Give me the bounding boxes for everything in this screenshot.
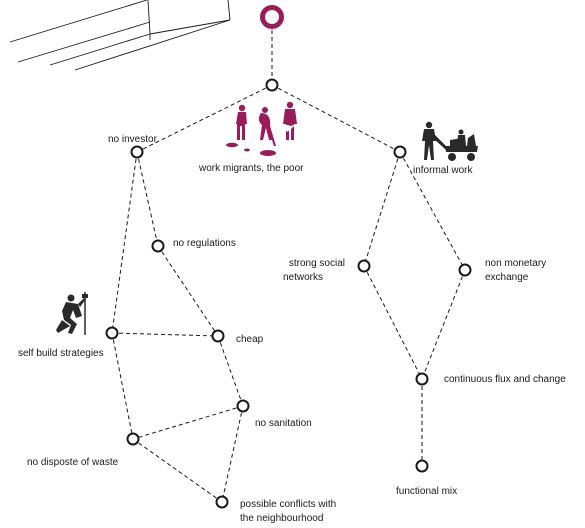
node-functional-mix: [415, 459, 429, 473]
label-no-sanitation: no sanitation: [255, 418, 312, 429]
node-self-build: [105, 326, 119, 340]
label-possible-conflicts-1: possible conflicts with: [240, 499, 337, 510]
node-informal-work: [393, 145, 407, 159]
connection-lines: [111, 30, 466, 503]
node-possible-conflicts: [215, 495, 229, 509]
nodes: [105, 78, 472, 509]
node-no-sanitation: [236, 399, 250, 413]
node-no-investor: [130, 145, 144, 159]
ring-node-icon: [260, 5, 284, 29]
node-continuous-flux: [415, 372, 429, 386]
label-strong-social: strong social: [288, 258, 345, 269]
migrant-figures-icon: [226, 101, 297, 156]
label-continuous-flux: continuous flux and change: [444, 374, 566, 385]
label-possible-conflicts-2: the neighbourhood: [240, 513, 324, 524]
label-informal-work: informal work: [413, 165, 473, 176]
label-no-disposte: no disposte of waste: [27, 457, 119, 468]
node-strong-social: [357, 259, 371, 273]
node-non-monetary: [458, 263, 472, 277]
label-networks: networks: [283, 272, 324, 283]
label-no-investor: no investor: [108, 134, 157, 145]
worker-with-cart-icon: [422, 121, 478, 161]
node-cheap: [211, 329, 225, 343]
node-no-regulations: [151, 239, 165, 253]
node-no-disposte: [126, 432, 140, 446]
label-non-monetary: non monetary: [485, 258, 547, 269]
label-cheap: cheap: [236, 334, 264, 345]
label-exchange: exchange: [485, 272, 529, 283]
label-no-regulations: no regulations: [173, 238, 236, 249]
building-sketch: [9, 0, 231, 71]
label-functional-mix: functional mix: [396, 486, 458, 497]
crouching-builder-icon: [56, 292, 88, 335]
label-self-build: self build strategies: [18, 348, 104, 359]
node-root: [265, 78, 279, 92]
label-work-migrants: work migrants, the poor: [199, 163, 304, 174]
